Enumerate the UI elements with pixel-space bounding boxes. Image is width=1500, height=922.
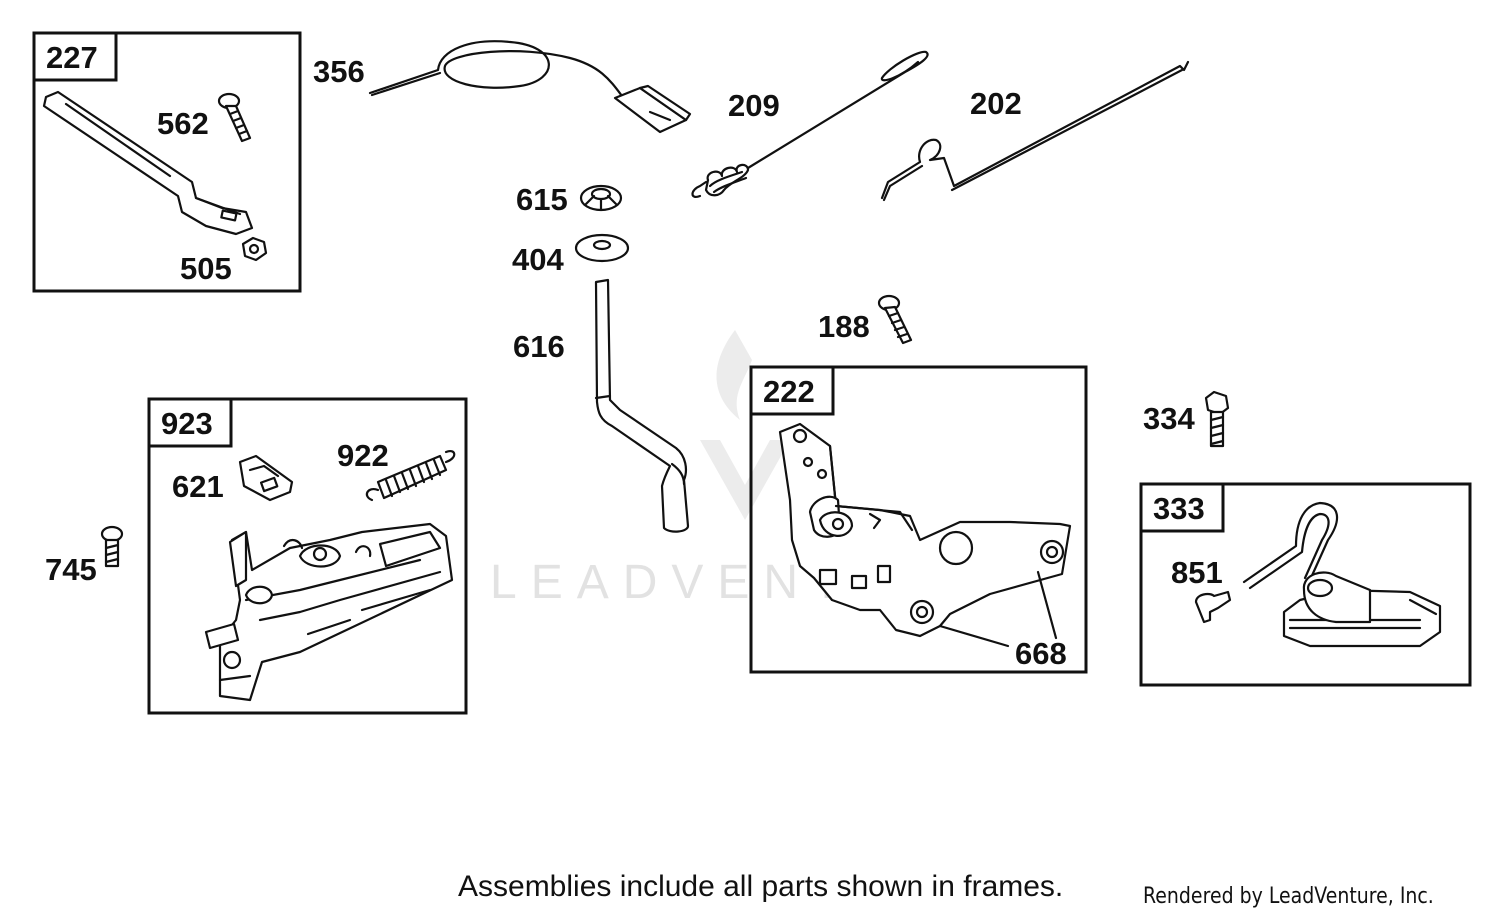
part-label-202: 202 (970, 86, 1022, 121)
cap-615-part (579, 184, 623, 212)
part-labels: 356 209 202 562 505 615 404 616 188 334 … (45, 54, 1223, 671)
rod-202-part (880, 60, 1190, 202)
part-label-334: 334 (1143, 401, 1195, 436)
frame-227: 227 (32, 31, 302, 293)
frame-label-222: 222 (763, 374, 815, 409)
part-label-404: 404 (512, 242, 564, 277)
part-label-621: 621 (172, 469, 224, 504)
nut-505-part (241, 236, 268, 262)
frame-222: 222 (749, 365, 1088, 674)
clip-621-part (238, 454, 294, 502)
frame-label-227: 227 (46, 40, 98, 75)
part-label-188: 188 (818, 309, 870, 344)
clip-851-part (1194, 590, 1232, 624)
governor-lever-part (42, 90, 254, 236)
frame-label-333: 333 (1153, 491, 1205, 526)
ignition-coil-333-part (1242, 501, 1442, 648)
frame-label-923: 923 (161, 406, 213, 441)
part-label-615: 615 (516, 182, 568, 217)
part-label-356: 356 (313, 54, 365, 89)
spring-922-part (365, 450, 456, 502)
render-credit: Rendered by LeadVenture, Inc. (1143, 884, 1434, 909)
control-bracket-222-part (778, 422, 1072, 648)
bolt-334-part (1204, 390, 1230, 448)
part-label-562: 562 (157, 106, 209, 141)
screw-562-part (217, 92, 252, 143)
screw-188-part (877, 294, 913, 345)
part-label-745: 745 (45, 552, 97, 587)
part-label-505: 505 (180, 251, 232, 286)
part-label-851: 851 (1171, 555, 1223, 590)
part-label-616: 616 (513, 329, 565, 364)
frame-333: 333 (1139, 482, 1472, 687)
part-label-668: 668 (1015, 636, 1067, 671)
screw-745-part (100, 525, 124, 568)
governor-control-923-part (204, 522, 454, 702)
part-label-209: 209 (728, 88, 780, 123)
washer-404-part (574, 233, 630, 263)
spring-209-part (691, 50, 929, 198)
shaft-616-part (594, 278, 690, 533)
part-label-922: 922 (337, 438, 389, 473)
frame-923: 923 (147, 397, 468, 715)
wire-356-part (368, 40, 692, 134)
assemblies-note: Assemblies include all parts shown in fr… (458, 870, 1064, 903)
